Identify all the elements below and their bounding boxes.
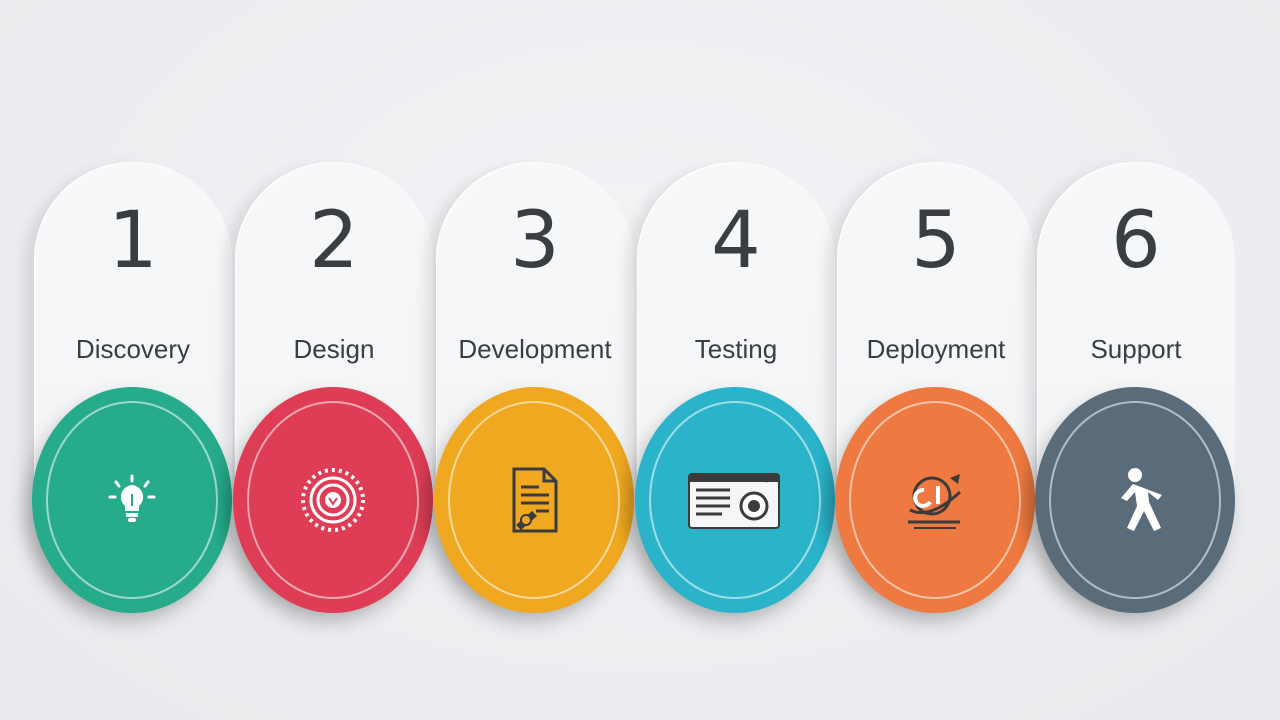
- target-gear-icon: [301, 468, 365, 532]
- step-card-6: 6 Support: [1035, 162, 1235, 613]
- walking-person-icon: [1121, 468, 1162, 531]
- step-disc: [635, 387, 835, 613]
- step-disc: [835, 387, 1035, 613]
- step-label: Support: [1090, 334, 1182, 364]
- step-disc: [32, 387, 232, 613]
- step-card-3: 3 Development: [434, 162, 634, 613]
- document-pen-icon: [512, 467, 558, 533]
- step-number: 3: [510, 196, 560, 286]
- step-label: Development: [458, 334, 612, 364]
- step-label: Discovery: [75, 334, 191, 364]
- step-label: Testing: [694, 334, 778, 364]
- globe-rocket-icon: [908, 474, 962, 529]
- step-number: 5: [911, 196, 961, 286]
- disc-ring: [448, 401, 620, 599]
- step-disc: [1035, 387, 1235, 613]
- step-number: 6: [1111, 196, 1161, 286]
- step-number: 1: [108, 196, 158, 286]
- disc-ring: [46, 401, 218, 599]
- step-disc: [434, 387, 634, 613]
- browser-window-icon: [688, 473, 780, 529]
- disc-ring: [247, 401, 419, 599]
- disc-ring: [1049, 401, 1221, 599]
- step-disc: [233, 387, 433, 613]
- step-card-4: 4 Testing: [635, 162, 835, 613]
- step-card-2: 2 Design: [233, 162, 433, 613]
- lightbulb-icon: [108, 474, 156, 522]
- step-card-1: 1 Discovery: [32, 162, 232, 613]
- disc-ring: [649, 401, 821, 599]
- step-number: 2: [309, 196, 359, 286]
- step-label: Deployment: [866, 334, 1006, 364]
- disc-ring: [849, 401, 1021, 599]
- step-label: Design: [293, 334, 375, 364]
- step-number: 4: [711, 196, 761, 286]
- step-card-5: 5 Deployment: [835, 162, 1035, 613]
